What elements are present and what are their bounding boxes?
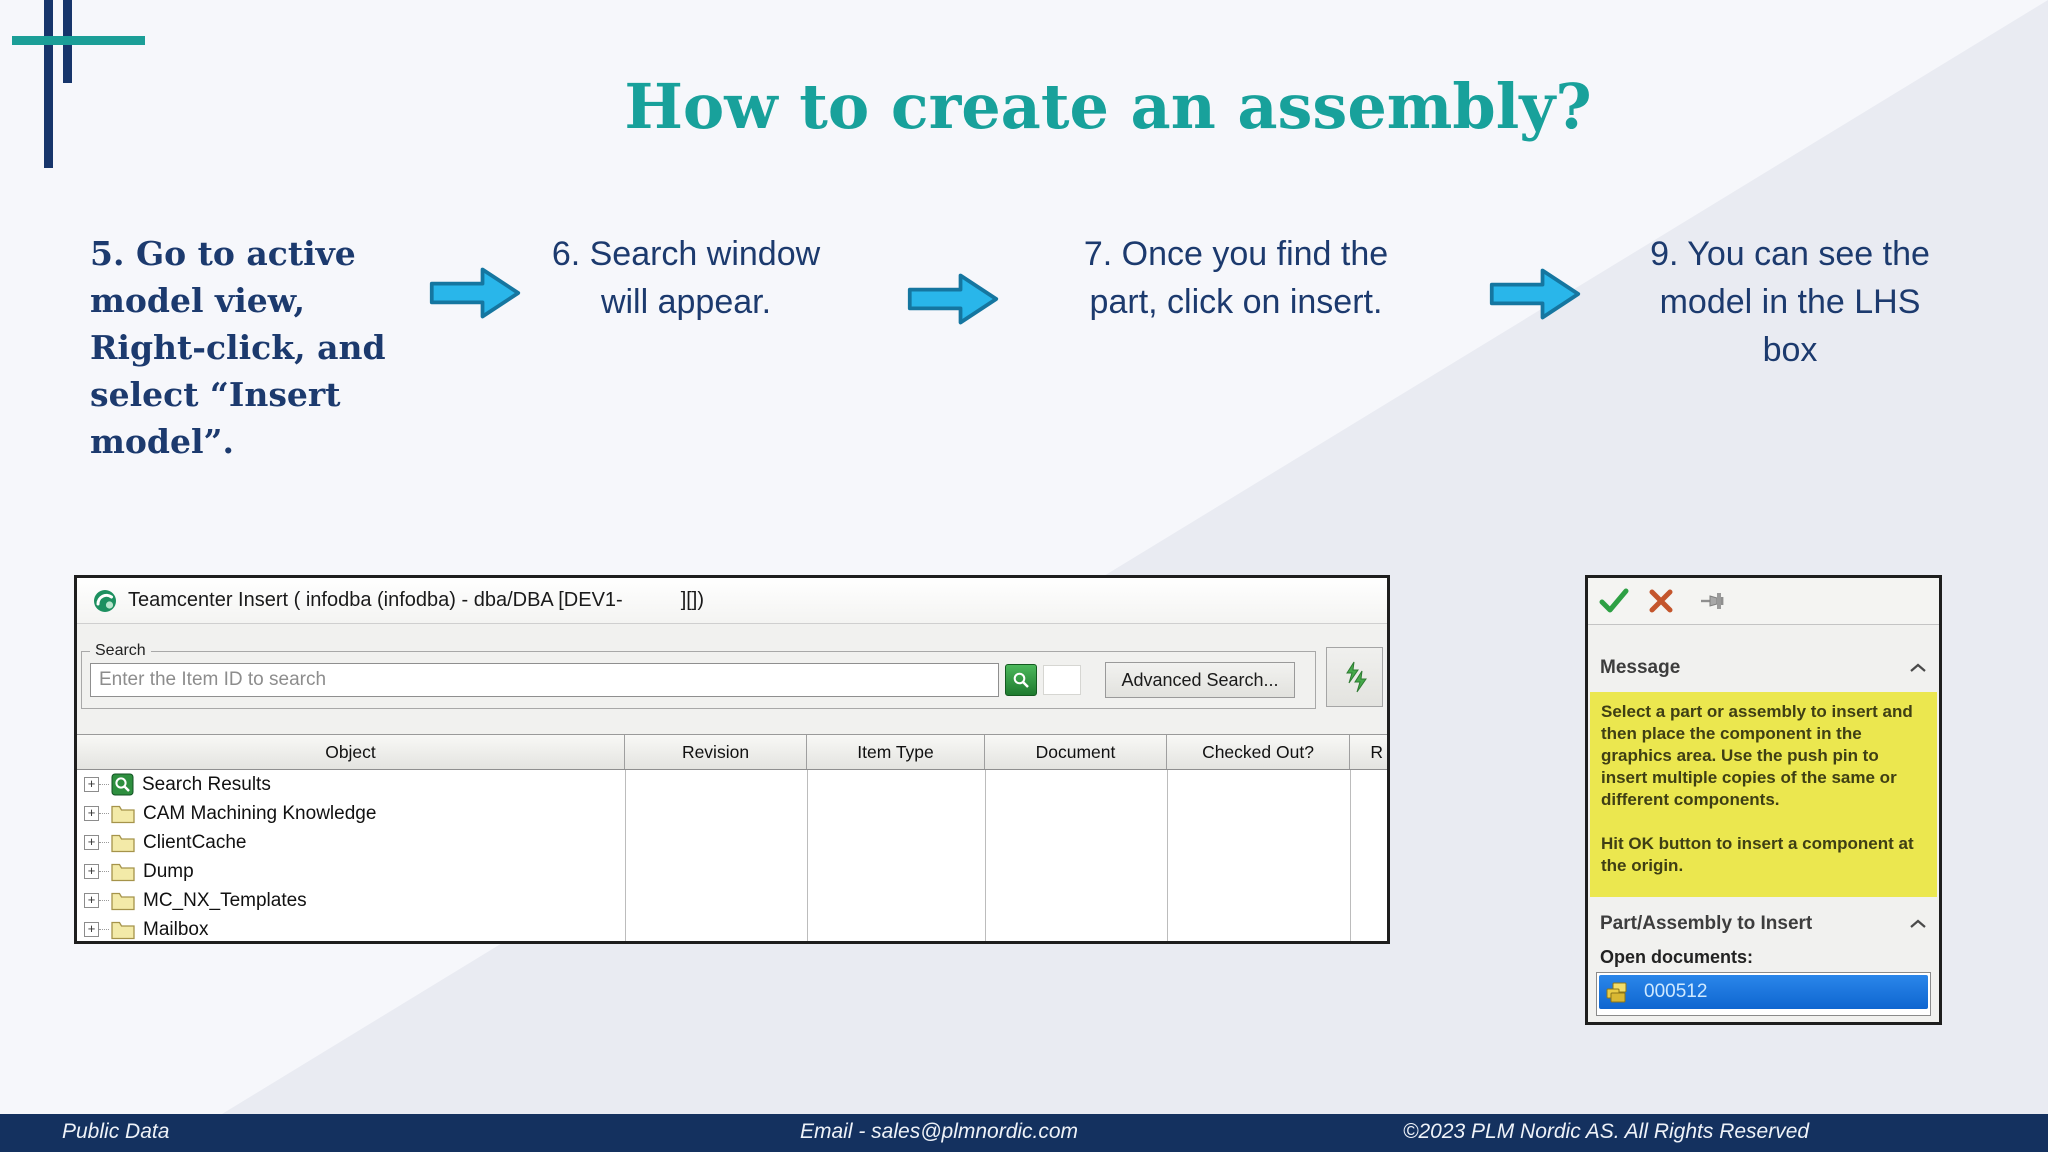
folder-icon — [111, 862, 135, 882]
refresh-icon — [1345, 661, 1367, 693]
folder-icon — [111, 920, 135, 940]
footer-classification: Public Data — [62, 1120, 170, 1143]
tree-connector — [99, 871, 109, 872]
decor-vertical-bar — [44, 0, 53, 168]
tree-row-label: Search Results — [142, 773, 271, 795]
refresh-button[interactable] — [1326, 647, 1383, 707]
search-button[interactable] — [1005, 664, 1037, 696]
panel-toolbar — [1588, 578, 1939, 625]
tree-row-label: CAM Machining Knowledge — [143, 802, 377, 824]
table-body: + Search Results + — [77, 770, 1387, 941]
search-groupbox-label: Search — [90, 642, 151, 660]
tree-connector — [99, 842, 109, 843]
column-divider — [1167, 770, 1168, 941]
part-assembly-header-label: Part/Assembly to Insert — [1600, 913, 1813, 934]
open-documents-label: Open documents: — [1600, 947, 1754, 967]
column-divider — [625, 770, 626, 941]
step-6-text: 6. Search window will appear. — [551, 235, 821, 321]
column-divider — [985, 770, 986, 941]
tree-row-label: Mailbox — [143, 918, 209, 940]
column-header-checked-out[interactable]: Checked Out? — [1167, 735, 1350, 769]
tree-connector — [99, 929, 109, 930]
tree-connector — [99, 900, 109, 901]
pushpin-button[interactable] — [1700, 589, 1728, 613]
column-divider — [1350, 770, 1351, 941]
part-assembly-section-header[interactable]: Part/Assembly to Insert — [1588, 909, 1939, 939]
column-header-object[interactable]: Object — [77, 735, 625, 769]
column-header-document[interactable]: Document — [985, 735, 1167, 769]
tree-row-label: Dump — [143, 860, 194, 882]
folder-tree: + Search Results + — [77, 770, 1387, 941]
cancel-button[interactable] — [1648, 588, 1674, 614]
column-divider — [807, 770, 808, 941]
search-results-icon — [111, 773, 134, 796]
tree-row-mc-nx-templates[interactable]: + MC_NX_Templates — [77, 886, 1387, 915]
insert-component-panel: Message Select a part or assembly to ins… — [1585, 575, 1942, 1025]
message-section-header[interactable]: Message — [1588, 653, 1939, 683]
teamcenter-insert-dialog: Teamcenter Insert ( infodba (infodba) - … — [74, 575, 1390, 944]
pushpin-icon — [1701, 593, 1724, 609]
expand-icon[interactable]: + — [84, 922, 99, 937]
tree-row-mailbox[interactable]: + Mailbox — [77, 915, 1387, 941]
message-paragraph: Select a part or assembly to insert and … — [1601, 702, 1913, 809]
dialog-title-suffix: ][]) — [680, 589, 705, 611]
step-7-text: 7. Once you find the part, click on inse… — [1083, 235, 1389, 321]
search-row: Search Advanced Search... — [81, 640, 1383, 709]
tree-connector — [99, 813, 109, 814]
message-header-label: Message — [1600, 657, 1681, 678]
expand-icon[interactable]: + — [84, 806, 99, 821]
checkmark-icon — [1599, 588, 1629, 613]
decor-horizontal-bar — [12, 36, 145, 45]
chevron-up-icon[interactable] — [1909, 663, 1927, 673]
folder-icon — [111, 833, 135, 853]
search-input[interactable] — [90, 663, 999, 697]
footer-bar: Public Data Email - sales@plmnordic.com … — [0, 1114, 2048, 1152]
footer-email: Email - sales@plmnordic.com — [800, 1120, 1079, 1143]
close-icon — [1649, 589, 1673, 613]
right-arrow-icon — [907, 273, 999, 325]
search-icon — [1013, 672, 1029, 688]
expand-icon[interactable]: + — [84, 864, 99, 879]
expand-icon[interactable]: + — [84, 777, 99, 792]
tree-row-search-results[interactable]: + Search Results — [77, 770, 1387, 799]
open-documents-list[interactable]: 000512 — [1596, 972, 1931, 1016]
dialog-title: Teamcenter Insert ( infodba (infodba) - … — [128, 589, 623, 611]
footer-copyright: ©2023 PLM Nordic AS. All Rights Reserved — [1403, 1120, 1810, 1143]
search-option-box[interactable] — [1043, 665, 1081, 695]
tree-row-dump[interactable]: + Dump — [77, 857, 1387, 886]
teamcenter-logo-icon — [93, 589, 117, 613]
expand-icon[interactable]: + — [84, 893, 99, 908]
message-box: Select a part or assembly to insert and … — [1590, 692, 1937, 897]
right-arrow-icon — [429, 267, 521, 319]
step-9-text: 9. You can see the model in the LHS box — [1650, 235, 1930, 369]
expand-icon[interactable]: + — [84, 835, 99, 850]
folder-icon — [111, 891, 135, 911]
ok-button[interactable] — [1598, 587, 1630, 615]
column-header-r[interactable]: R — [1370, 741, 1383, 762]
tree-row-label: ClientCache — [143, 831, 247, 853]
tree-connector — [99, 784, 109, 785]
folder-icon — [111, 804, 135, 824]
chevron-up-icon[interactable] — [1909, 919, 1927, 929]
column-header-item-type[interactable]: Item Type — [807, 735, 985, 769]
step-5-text: 5. Go to active model view, Right-click,… — [90, 234, 386, 461]
list-item-selected[interactable]: 000512 — [1599, 975, 1928, 1009]
tree-row-label: MC_NX_Templates — [143, 889, 307, 911]
message-paragraph: Hit OK button to insert a component at t… — [1601, 834, 1914, 875]
table-header: Object Revision Item Type Document Check… — [77, 734, 1387, 770]
advanced-search-button[interactable]: Advanced Search... — [1105, 662, 1295, 698]
document-name: 000512 — [1644, 981, 1708, 1002]
tree-row-cam-machining[interactable]: + CAM Machining Knowledge — [77, 799, 1387, 828]
search-groupbox: Search Advanced Search... — [81, 642, 1316, 709]
column-header-revision[interactable]: Revision — [625, 735, 807, 769]
right-arrow-icon — [1489, 268, 1581, 320]
assembly-icon — [1605, 981, 1632, 1004]
page-title: How to create an assembly? — [624, 69, 1592, 143]
dialog-titlebar[interactable]: Teamcenter Insert ( infodba (infodba) - … — [77, 578, 1387, 624]
tree-row-clientcache[interactable]: + ClientCache — [77, 828, 1387, 857]
